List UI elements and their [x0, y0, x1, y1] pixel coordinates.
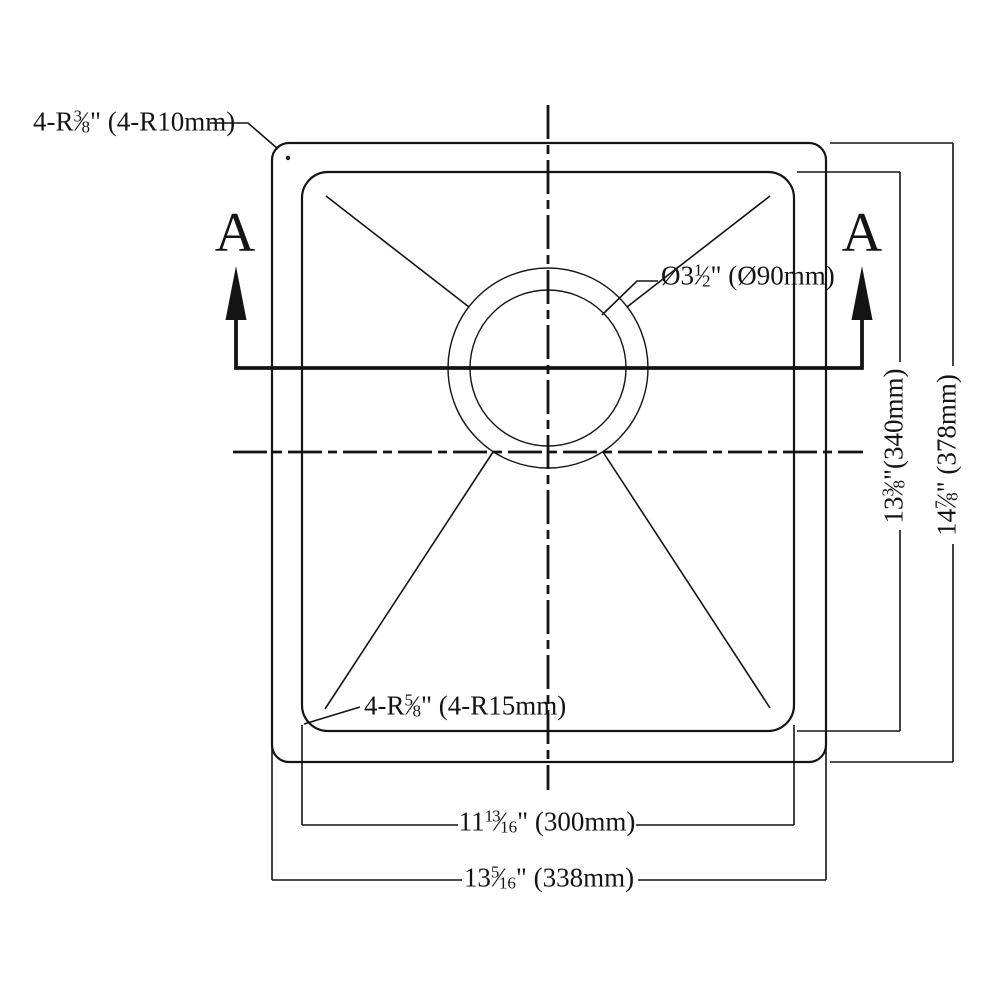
label-prefix: 4-R [364, 690, 405, 721]
frac-denominator: 16 [500, 817, 518, 837]
section-arrow-left-icon [225, 266, 247, 320]
dim-bowl-depth-label: 133⁄8"(340mm) [878, 368, 909, 524]
label-prefix: 14 [931, 508, 962, 536]
frac-numerator: 1 [694, 260, 702, 280]
dim-overall-depth-lines [830, 142, 954, 763]
label-prefix: 11 [458, 806, 485, 837]
label-prefix: 4-R [33, 106, 74, 137]
frac-denominator: 2 [702, 271, 711, 291]
centerlines [233, 105, 863, 790]
bowl-slope-lines [324, 195, 771, 710]
leader-lines [210, 122, 658, 725]
label-suffix: " (378mm) [931, 374, 962, 493]
dim-bowl-width-lines [301, 725, 795, 826]
frac-denominator: 8 [412, 701, 422, 721]
corner-radius-inner-label: 4-R5⁄8" (4-R15mm) [364, 690, 567, 721]
label-prefix: Ø3 [661, 260, 694, 291]
dim-overall-width-label: 135⁄16" (338mm) [463, 862, 635, 893]
section-marker-left: A [214, 202, 256, 264]
section-cut-line [234, 314, 864, 370]
leader-corner-radius-inner [303, 706, 361, 725]
label-suffix: " (4-R15mm) [421, 690, 567, 721]
leader-end-dot [285, 155, 291, 161]
frac-numerator: 3 [73, 106, 82, 126]
frac-denominator: 8 [81, 117, 91, 137]
leader-corner-radius-outer [210, 122, 279, 150]
label-suffix: " (338mm) [515, 862, 635, 893]
label-suffix: " (300mm) [517, 806, 636, 837]
section-arrow-right-icon [851, 266, 873, 320]
corner-radius-outer-label: 4-R3⁄8" (4-R10mm) [33, 106, 236, 137]
frac-denominator: 8 [889, 480, 909, 489]
dim-bowl-width-label: 1113⁄16" (300mm) [458, 806, 636, 837]
frac-slash: ⁄ [699, 260, 705, 291]
dim-bowl-depth-lines [797, 171, 901, 732]
drain-diameter-label: Ø31⁄2" (Ø90mm) [661, 260, 835, 291]
frac-denominator: 16 [498, 873, 516, 893]
label-prefix: 13 [878, 496, 909, 524]
frac-denominator: 8 [942, 492, 962, 501]
leader-drain [601, 280, 658, 316]
frac-numerator: 13 [484, 806, 501, 826]
frac-slash: ⁄ [410, 690, 415, 721]
frac-slash: ⁄ [497, 806, 503, 837]
frac-slash: ⁄ [79, 106, 84, 137]
label-suffix: " (Ø90mm) [710, 260, 835, 291]
frac-numerator: 5 [404, 690, 413, 710]
label-prefix: 13 [463, 862, 491, 893]
section-marker-right: A [841, 202, 883, 264]
frac-slash: ⁄ [496, 862, 501, 893]
section-arrowheads [225, 155, 873, 320]
label-suffix: "(340mm) [878, 368, 909, 480]
dim-overall-width-lines [271, 742, 827, 881]
dim-overall-depth-label: 147⁄8" (378mm) [931, 374, 962, 536]
label-suffix: " (4-R10mm) [90, 106, 236, 137]
frac-numerator: 5 [490, 862, 499, 882]
